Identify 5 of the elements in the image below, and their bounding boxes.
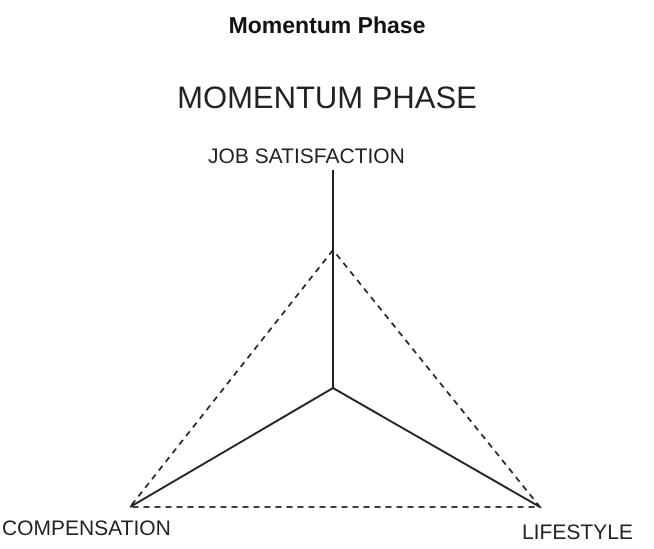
title: Momentum Phase xyxy=(228,14,426,37)
axis-label: LIFESTYLE xyxy=(522,522,633,543)
chart-heading: MOMENTUM PHASE xyxy=(176,82,478,113)
axis-label: JOB SATISFACTION xyxy=(208,146,405,167)
axis-label: COMPENSATION xyxy=(2,518,171,539)
